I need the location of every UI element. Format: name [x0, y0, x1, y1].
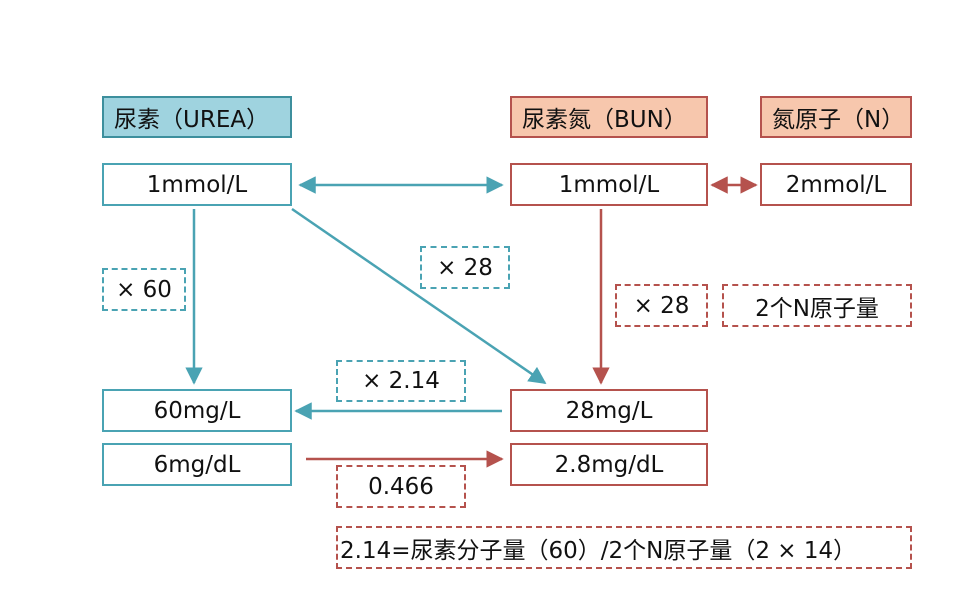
factor-0-466-box: 0.466 — [336, 465, 466, 508]
urea-mmol-box: 1mmol/L — [102, 163, 292, 206]
urea-mmol-to-bun-mg-arrow — [291, 207, 547, 385]
n-atom-header: 氮原子（N） — [760, 96, 912, 138]
factor-x28-diagonal-box: × 28 — [420, 246, 510, 289]
factor-x28-box: × 28 — [615, 284, 708, 327]
urea-mg-dl-box: 6mg/dL — [102, 443, 292, 486]
bun-mg-dl-box: 2.8mg/dL — [510, 443, 708, 486]
bun-mg-l-box: 28mg/L — [510, 389, 708, 432]
n-mmol-box: 2mmol/L — [760, 163, 912, 206]
formula-note: 2.14=尿素分子量（60）/2个N原子量（2 × 14） — [336, 526, 912, 569]
factor-x60-box: × 60 — [102, 268, 186, 311]
two-n-atomic-mass-box: 2个N原子量 — [722, 284, 912, 327]
bun-header: 尿素氮（BUN） — [510, 96, 708, 138]
urea-header: 尿素（UREA） — [102, 96, 292, 138]
factor-x2-14-box: × 2.14 — [336, 360, 466, 402]
urea-mg-l-box: 60mg/L — [102, 389, 292, 432]
bun-mmol-box: 1mmol/L — [510, 163, 708, 206]
